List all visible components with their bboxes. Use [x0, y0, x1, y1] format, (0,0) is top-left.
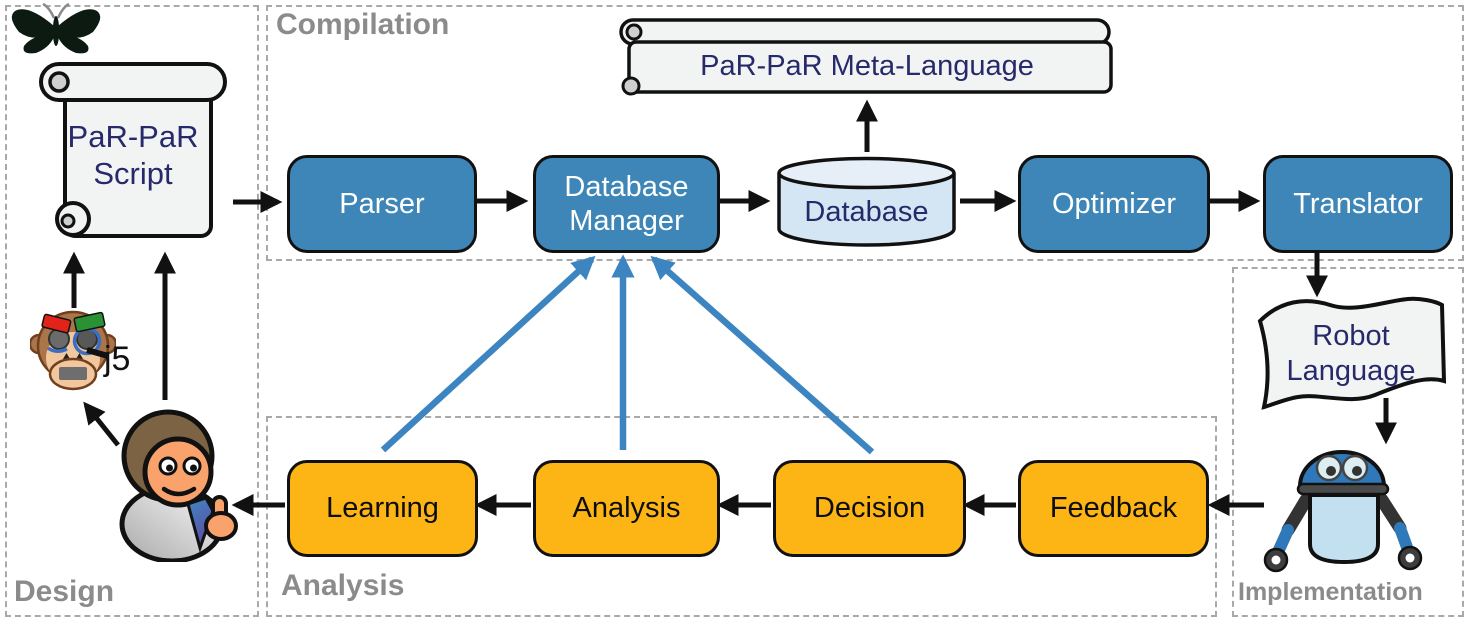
meta-language-scroll: [619, 18, 1113, 96]
decision-node: Decision: [773, 460, 966, 557]
database-manager-label-line2: Manager: [569, 205, 684, 237]
j5-monkey-icon: [30, 310, 116, 391]
robot-language-flag: [1257, 296, 1447, 410]
analysis-node: Analysis: [533, 460, 720, 557]
analysis-panel-label: Analysis: [281, 569, 405, 602]
database-cylinder: [777, 156, 956, 247]
parser-label: Parser: [339, 187, 425, 220]
feedback-label: Feedback: [1049, 492, 1178, 525]
translator-label: Translator: [1293, 187, 1423, 220]
implementation-panel-label: Implementation: [1238, 578, 1423, 606]
design-panel: [5, 5, 259, 617]
robot-icon: [1263, 450, 1423, 573]
optimizer-label: Optimizer: [1051, 187, 1177, 220]
feedback-node: Feedback: [1018, 460, 1209, 557]
compilation-panel-label: Compilation: [276, 8, 450, 41]
translator-node: Translator: [1263, 155, 1453, 253]
parpar-script-scroll: [39, 62, 227, 238]
learning-node: Learning: [287, 460, 478, 557]
database-manager-node: Database Manager: [533, 155, 720, 253]
database-manager-label-line1: Database: [564, 170, 689, 203]
learning-label: Learning: [326, 492, 439, 525]
analysis-label: Analysis: [572, 492, 681, 525]
user-person-icon: [119, 409, 238, 562]
butterfly-icon: [11, 2, 101, 54]
design-panel-label: Design: [14, 575, 115, 608]
parser-node: Parser: [287, 155, 477, 253]
optimizer-node: Optimizer: [1018, 155, 1210, 253]
decision-label: Decision: [813, 492, 926, 525]
implementation-panel: [1232, 267, 1464, 617]
j5-label: j5: [104, 340, 131, 378]
